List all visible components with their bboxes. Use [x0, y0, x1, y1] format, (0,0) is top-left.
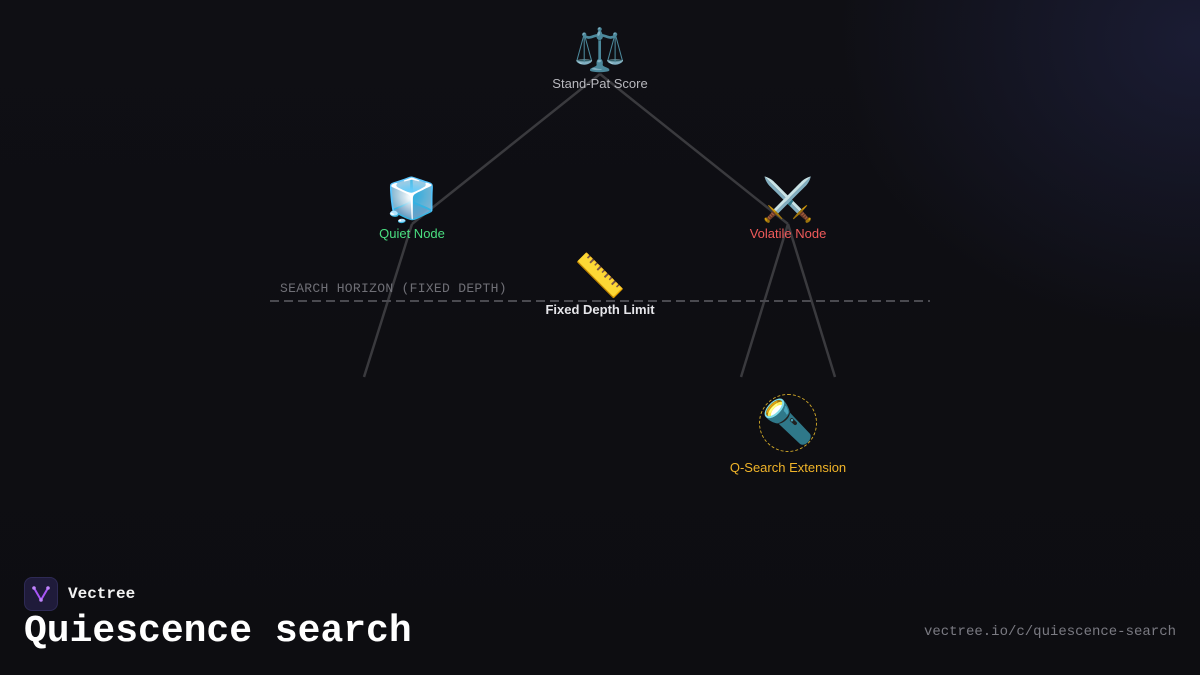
node-label: Quiet Node	[379, 226, 445, 241]
node-label: Fixed Depth Limit	[545, 302, 655, 317]
brand[interactable]: Vectree	[24, 577, 135, 611]
edge-root-quiet	[411, 73, 601, 225]
node-qsearch-extension: 🔦 Q-Search Extension	[729, 397, 847, 476]
vectree-logo-icon	[24, 577, 58, 611]
flashlight-icon: 🔦	[761, 397, 815, 446]
node-stand-pat-score: ⚖️ Stand-Pat Score	[552, 25, 648, 92]
ruler-icon: 📏	[573, 251, 627, 300]
qsearch-highlight-ring	[759, 394, 817, 452]
page-url[interactable]: vectree.io/c/quiescence-search	[923, 624, 1176, 640]
balance-scale-icon: ⚖️	[573, 25, 627, 74]
node-label: Stand-Pat Score	[552, 76, 648, 91]
crossed-swords-icon: ⚔️	[761, 175, 815, 224]
page-title: Quiescence search	[24, 610, 412, 653]
search-horizon-label: SEARCH HORIZON (FIXED DEPTH)	[280, 281, 507, 296]
node-fixed-depth-limit: 📏 Fixed Depth Limit	[545, 251, 655, 318]
node-label: Volatile Node	[749, 226, 827, 241]
node-label: Q-Search Extension	[729, 460, 847, 475]
edge-root-volatile	[599, 73, 789, 225]
node-quiet: 🧊 Quiet Node	[379, 175, 445, 242]
brand-name: Vectree	[68, 585, 136, 603]
node-volatile: ⚔️ Volatile Node	[749, 175, 827, 242]
ice-cube-icon: 🧊	[385, 175, 439, 224]
edge-volatile-right	[786, 223, 837, 378]
